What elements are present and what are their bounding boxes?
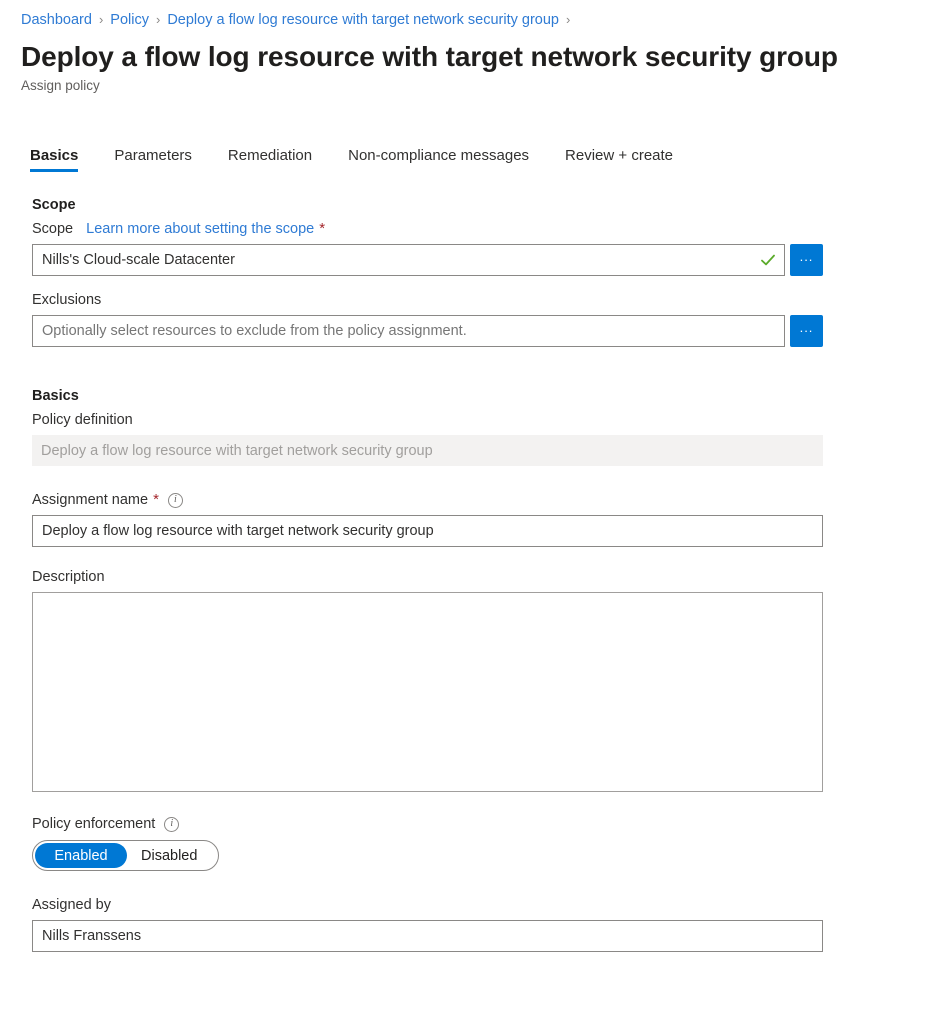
policy-enforcement-option-enabled[interactable]: Enabled [35, 843, 127, 868]
policy-definition-label: Policy definition [32, 410, 950, 430]
breadcrumb-item-policy[interactable]: Policy [110, 12, 149, 28]
breadcrumb-item-policy-definition[interactable]: Deploy a flow log resource with target n… [167, 12, 559, 28]
breadcrumb-item-dashboard[interactable]: Dashboard [21, 12, 92, 28]
exclusions-input[interactable] [32, 315, 785, 347]
policy-enforcement-label-text: Policy enforcement [32, 816, 156, 832]
exclusions-input-row: ... [32, 315, 950, 347]
policy-enforcement-label: Policy enforcement i [32, 814, 950, 834]
scope-field-label: Scope Learn more about setting the scope… [32, 219, 950, 239]
page-header: Deploy a flow log resource with target n… [0, 29, 950, 95]
policy-definition-value: Deploy a flow log resource with target n… [32, 435, 823, 466]
required-asterisk: * [153, 491, 159, 508]
description-label-text: Description [32, 569, 105, 585]
info-icon[interactable]: i [164, 816, 180, 832]
scope-section-heading: Scope [32, 197, 76, 213]
assigned-by-input[interactable] [32, 920, 823, 952]
breadcrumb: Dashboard › Policy › Deploy a flow log r… [0, 0, 950, 29]
tab-bar: Basics Parameters Remediation Non-compli… [0, 138, 950, 172]
tab-basics[interactable]: Basics [30, 147, 79, 172]
learn-more-scope-link[interactable]: Learn more about setting the scope [86, 221, 315, 237]
page-title: Deploy a flow log resource with target n… [21, 41, 838, 72]
breadcrumb-separator-icon: › [98, 12, 104, 27]
scope-label-text: Scope [32, 221, 74, 237]
assign-policy-form: Scope Scope Learn more about setting the… [0, 195, 950, 952]
exclusions-browse-button[interactable]: ... [790, 315, 823, 347]
basics-section-heading: Basics [32, 388, 79, 404]
assignment-name-input[interactable] [32, 515, 823, 547]
scope-input-wrapper [32, 244, 785, 276]
assignment-name-label-text: Assignment name [32, 492, 149, 508]
tab-review-create[interactable]: Review + create [565, 147, 674, 164]
tab-remediation[interactable]: Remediation [227, 147, 313, 164]
scope-browse-button[interactable]: ... [790, 244, 823, 276]
description-label: Description [32, 567, 950, 587]
required-asterisk: * [319, 220, 326, 237]
policy-enforcement-option-disabled[interactable]: Disabled [141, 847, 198, 864]
breadcrumb-separator-icon: › [155, 12, 161, 27]
description-textarea[interactable] [32, 592, 823, 792]
assigned-by-label: Assigned by [32, 895, 950, 915]
info-icon[interactable]: i [167, 492, 183, 508]
scope-input[interactable] [32, 244, 785, 276]
exclusions-label-text: Exclusions [32, 292, 102, 308]
assigned-by-row [32, 920, 950, 952]
breadcrumb-separator-trailing-icon: › [566, 12, 571, 27]
assigned-by-label-text: Assigned by [32, 897, 111, 913]
assignment-name-row [32, 515, 950, 547]
policy-definition-label-text: Policy definition [32, 412, 133, 428]
assignment-name-label: Assignment name * i [32, 490, 950, 510]
scope-input-row: ... [32, 244, 950, 276]
exclusions-field-label: Exclusions [32, 290, 950, 310]
tab-parameters[interactable]: Parameters [114, 147, 192, 164]
policy-enforcement-toggle[interactable]: Enabled Disabled [32, 840, 219, 871]
page-subtitle: Assign policy [21, 78, 100, 93]
tab-non-compliance-messages[interactable]: Non-compliance messages [348, 147, 530, 164]
